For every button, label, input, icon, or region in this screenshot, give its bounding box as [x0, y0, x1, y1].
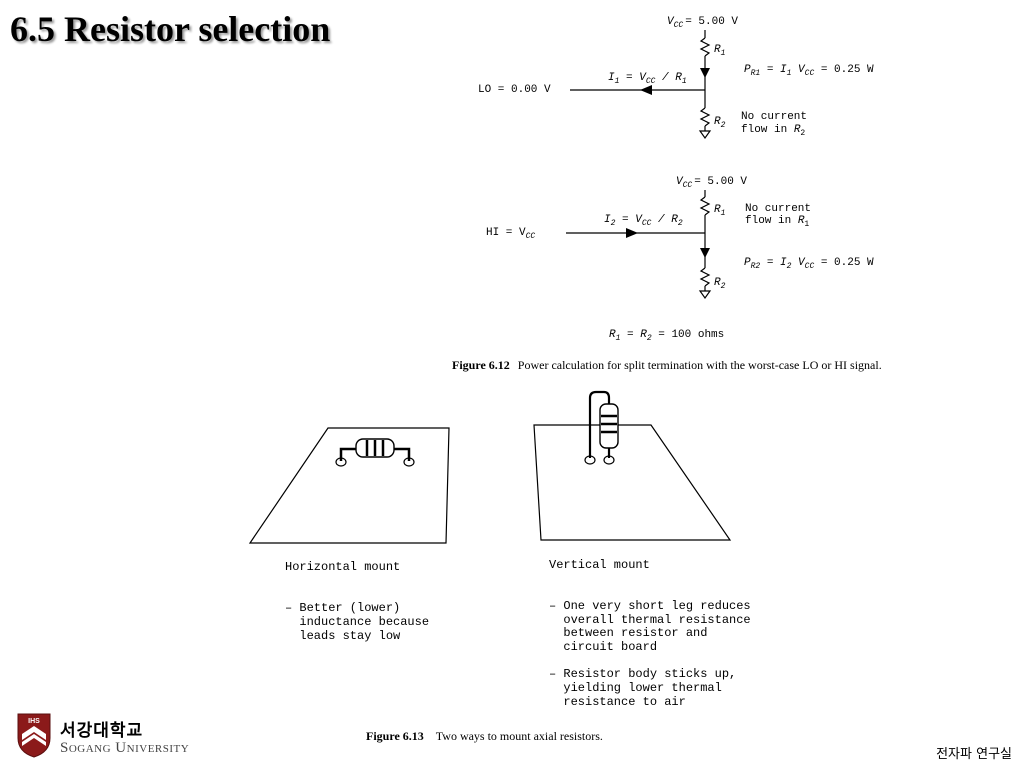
- horizontal-note-line: – Better (lower): [285, 601, 400, 615]
- horizontal-mount-drawing: [248, 427, 450, 544]
- pr1-label: PR1 = I1 VCC = 0.25 W: [744, 64, 874, 78]
- lab-name: 전자파 연구실: [936, 747, 1012, 762]
- r1-label: R1: [714, 44, 726, 58]
- hi-label: HI = VCC: [486, 227, 535, 241]
- vcc-label-2: VCC= 5.00 V: [676, 176, 747, 190]
- vertical-mount-notes: – One very short leg reduces overall the…: [549, 599, 751, 709]
- axial-resistor-vertical: [599, 403, 619, 449]
- horizontal-mount-heading: Horizontal mount: [285, 560, 400, 574]
- vertical-note-line: – Resistor body sticks up,: [549, 667, 736, 681]
- vertical-note-line: overall thermal resistance: [549, 613, 751, 627]
- vertical-mount-drawing: [533, 390, 732, 541]
- pr2-label: PR2 = I2 VCC = 0.25 W: [744, 257, 874, 271]
- university-logo: IHS 서강대학교 Sogang University: [16, 712, 206, 760]
- no-current-r1-line2: flow in R1: [745, 215, 809, 229]
- resistor-r2-symbol: [699, 107, 711, 127]
- horizontal-mount-notes: – Better (lower) inductance because lead…: [285, 601, 429, 643]
- i2-label: I2 = VCC / R2: [604, 214, 683, 228]
- ground-icon: [698, 130, 712, 140]
- horizontal-note-line: leads stay low: [285, 629, 401, 643]
- vertical-note-line: yielding lower thermal: [549, 681, 722, 695]
- no-current-r2-line2: flow in R2: [741, 124, 805, 138]
- resistor-r2-symbol-2: [699, 267, 711, 287]
- vertical-mount-heading: Vertical mount: [549, 558, 650, 572]
- resistor-r1-symbol: [699, 37, 711, 57]
- lo-label: LO = 0.00 V: [478, 84, 551, 96]
- r1-label-2: R1: [714, 204, 726, 218]
- slide-title: 6.5 Resistor selection: [10, 9, 331, 49]
- shield-icon: IHS: [17, 713, 51, 758]
- resistance-equation: R1 = R2 = 100 ohms: [609, 329, 724, 343]
- vcc-label: VCC= 5.00 V: [667, 16, 738, 30]
- logo-english-text: Sogang University: [60, 740, 190, 756]
- no-current-r1-line1: No current: [745, 203, 811, 215]
- i1-label: I1 = VCC / R1: [608, 72, 687, 86]
- circuit-lo: VCC= 5.00 V R1 PR1 = I1 VCC = 0.25 W LO …: [478, 16, 874, 140]
- circuit-board-left: [248, 427, 450, 544]
- no-current-r2-line1: No current: [741, 111, 807, 123]
- circuit-board-right: [533, 424, 732, 541]
- vertical-note-line: between resistor and: [549, 626, 707, 640]
- vertical-note-line: circuit board: [549, 640, 657, 654]
- logo-korean-text: 서강대학교: [60, 721, 144, 741]
- vertical-note-line: – One very short leg reduces: [549, 599, 751, 613]
- r2-label-2: R2: [714, 277, 726, 291]
- ground-icon-2: [698, 290, 712, 300]
- circuit-hi: VCC= 5.00 V R1 No current flow in R1 HI …: [486, 176, 874, 300]
- vertical-note-line: resistance to air: [549, 695, 686, 709]
- svg-text:IHS: IHS: [28, 718, 40, 725]
- r2-label: R2: [714, 116, 726, 130]
- resistor-r1-symbol-2: [699, 196, 711, 216]
- horizontal-note-line: inductance because: [285, 615, 429, 629]
